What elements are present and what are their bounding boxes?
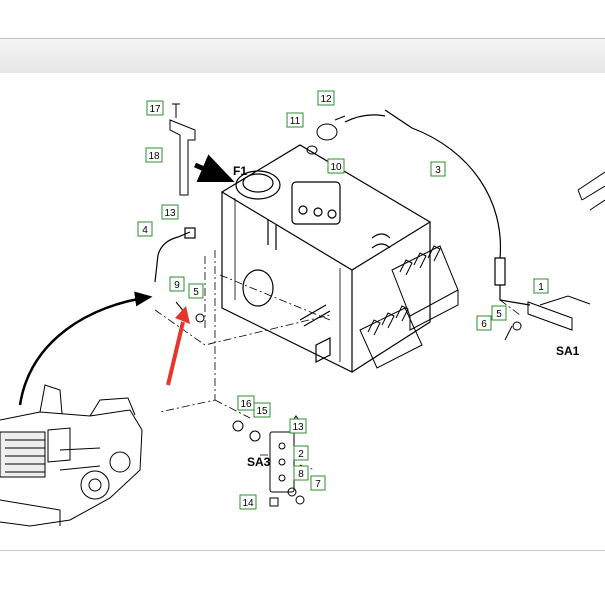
callout-18: 18	[145, 147, 163, 163]
component-labels: F1 SA1 SA3	[233, 164, 580, 469]
svg-text:3: 3	[435, 165, 441, 176]
callout-13-bottom: 13	[289, 418, 307, 434]
viewer-header	[0, 38, 605, 74]
callout-10: 10	[327, 158, 345, 174]
svg-text:8: 8	[298, 469, 304, 480]
hose-3	[344, 109, 531, 306]
callout-17: 17	[146, 100, 164, 116]
callout-11: 11	[286, 112, 304, 128]
svg-text:7: 7	[315, 479, 321, 490]
top-bar	[0, 0, 605, 38]
svg-text:12: 12	[320, 94, 332, 105]
svg-text:6: 6	[481, 319, 487, 330]
diagram-canvas: 17 18 12 11 10 3 13 4	[0, 73, 605, 550]
callout-12: 12	[317, 90, 335, 106]
partial-component-right	[577, 171, 605, 211]
svg-text:17: 17	[149, 104, 161, 115]
svg-text:2: 2	[298, 449, 304, 460]
label-sa1: SA1	[556, 344, 580, 358]
paver-machine	[0, 384, 143, 527]
label-f1: F1	[233, 164, 247, 178]
callout-6: 6	[476, 315, 492, 331]
svg-text:18: 18	[148, 151, 160, 162]
callout-16: 16	[237, 395, 255, 411]
svg-text:14: 14	[242, 498, 254, 509]
callout-13-top: 13	[161, 204, 179, 220]
callout-5-left: 5	[188, 283, 204, 299]
dash-leader-lines	[154, 250, 521, 471]
hose-4	[154, 227, 196, 283]
svg-text:15: 15	[256, 406, 268, 417]
svg-text:5: 5	[496, 309, 502, 320]
callout-3: 3	[430, 161, 446, 177]
svg-text:4: 4	[142, 225, 148, 236]
footer	[0, 551, 605, 597]
sensor-sa1	[504, 295, 591, 341]
callout-7: 7	[310, 475, 326, 491]
fittings-top	[306, 115, 346, 155]
svg-text:13: 13	[164, 208, 176, 219]
svg-text:5: 5	[193, 287, 199, 298]
svg-text:9: 9	[174, 280, 180, 291]
callout-9: 9	[169, 276, 185, 292]
callout-15: 15	[253, 402, 271, 418]
red-highlight-arrow	[166, 306, 190, 386]
hydraulic-tank	[220, 144, 432, 373]
callout-5-right: 5	[491, 305, 507, 321]
callout-14: 14	[239, 494, 257, 510]
bracket-pointer-arrow	[194, 154, 235, 183]
callout-1: 1	[533, 278, 549, 294]
bracket	[169, 103, 196, 196]
footer-divider	[0, 550, 605, 551]
callouts: 17 18 12 11 10 3 13 4	[137, 90, 549, 510]
manifold-sa3	[232, 415, 305, 507]
callout-2: 2	[293, 445, 309, 461]
valve-block-upper	[391, 245, 459, 331]
svg-text:13: 13	[292, 422, 304, 433]
machine-pointer-arrow	[18, 291, 153, 406]
svg-text:10: 10	[330, 162, 342, 173]
callout-8: 8	[293, 465, 309, 481]
label-sa3: SA3	[247, 455, 271, 469]
parts-diagram: 17 18 12 11 10 3 13 4	[0, 90, 605, 527]
valve-block-lower	[359, 305, 423, 369]
callout-4: 4	[137, 221, 153, 237]
svg-text:16: 16	[240, 399, 252, 410]
svg-text:11: 11	[290, 116, 301, 127]
svg-text:1: 1	[538, 282, 544, 293]
